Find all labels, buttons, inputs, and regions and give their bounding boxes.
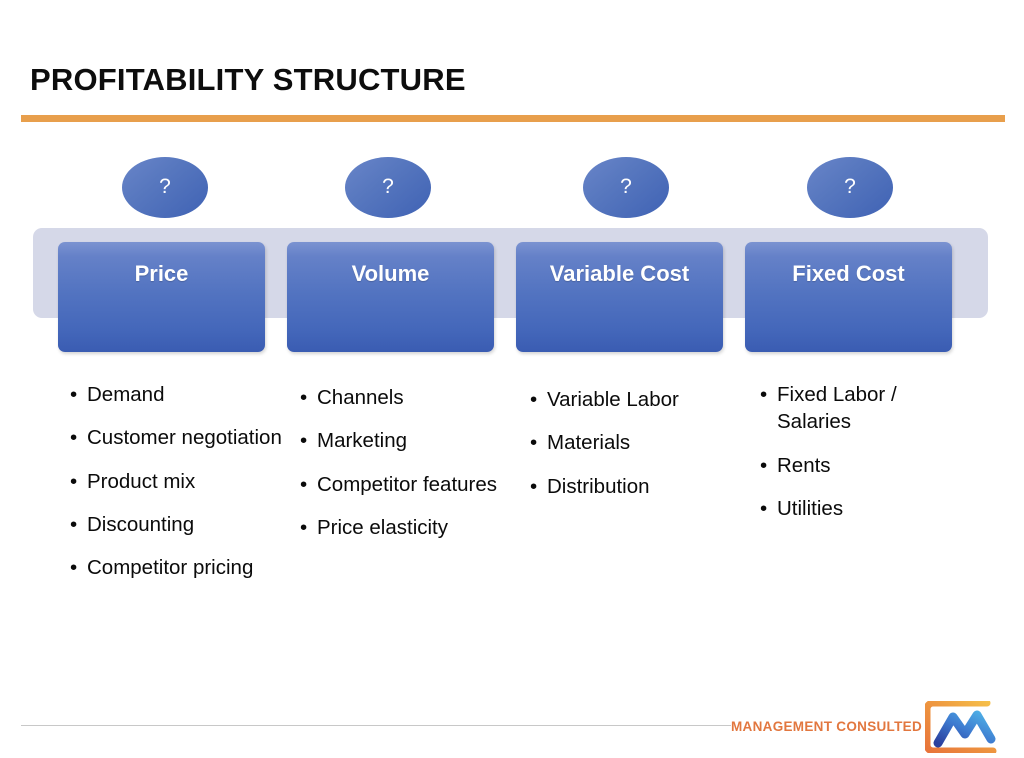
list-item: • Competitor pricing bbox=[70, 554, 285, 581]
question-ellipse-variable-cost[interactable]: ? bbox=[583, 157, 669, 218]
list-item: • Marketing bbox=[300, 427, 500, 454]
bullet-dot-icon: • bbox=[300, 472, 308, 496]
list-item-label: Product mix bbox=[87, 469, 196, 493]
list-item: • Price elasticity bbox=[300, 514, 500, 541]
bullet-dot-icon: • bbox=[300, 386, 308, 409]
pillar-box-fixed-cost[interactable]: Fixed Cost bbox=[745, 242, 952, 352]
bullet-list-volume: • Channels • Marketing • Competitor feat… bbox=[300, 384, 500, 557]
list-item: • Fixed Labor / Salaries bbox=[760, 381, 960, 436]
list-item: • Variable Labor bbox=[530, 386, 715, 413]
list-item-label: Rents bbox=[777, 453, 831, 477]
list-item: • Discounting bbox=[70, 511, 285, 538]
bullet-list-variable-cost: • Variable Labor • Materials • Distribut… bbox=[530, 386, 715, 516]
question-mark-label: ? bbox=[620, 175, 632, 198]
pillar-box-volume[interactable]: Volume bbox=[287, 242, 494, 352]
list-item-label: Distribution bbox=[547, 474, 650, 498]
management-consulted-logo bbox=[923, 699, 999, 755]
list-item: • Competitor features bbox=[300, 471, 500, 498]
question-ellipse-price[interactable]: ? bbox=[122, 157, 208, 218]
footer-divider bbox=[21, 725, 921, 726]
bullet-dot-icon: • bbox=[70, 469, 78, 493]
list-item: • Utilities bbox=[760, 495, 960, 522]
list-item-label: Materials bbox=[547, 431, 631, 455]
bullet-dot-icon: • bbox=[300, 429, 308, 453]
list-item-label: Demand bbox=[87, 383, 165, 406]
list-item-label: Fixed Labor / Salaries bbox=[777, 383, 897, 434]
list-item-label: Discounting bbox=[87, 512, 195, 536]
list-item-label: Marketing bbox=[317, 429, 408, 453]
bullet-dot-icon: • bbox=[70, 512, 78, 536]
question-ellipse-volume[interactable]: ? bbox=[345, 157, 431, 218]
bullet-dot-icon: • bbox=[70, 426, 78, 450]
question-mark-label: ? bbox=[844, 175, 856, 198]
bullet-list-fixed-cost: • Fixed Labor / Salaries • Rents • Utili… bbox=[760, 381, 960, 538]
bullet-list-price: • Demand • Customer negotiation • Produc… bbox=[70, 381, 285, 597]
question-mark-label: ? bbox=[382, 175, 394, 198]
list-item-label: Customer negotiation bbox=[87, 426, 282, 450]
bullet-dot-icon: • bbox=[530, 388, 538, 411]
list-item: • Distribution bbox=[530, 473, 715, 500]
pillar-label: Price bbox=[134, 261, 189, 286]
pillar-box-price[interactable]: Price bbox=[58, 242, 265, 352]
list-item: • Demand bbox=[70, 381, 285, 408]
bullet-dot-icon: • bbox=[760, 496, 768, 520]
list-item: • Customer negotiation bbox=[70, 424, 285, 451]
page-title: PROFITABILITY STRUCTURE bbox=[30, 62, 466, 97]
pillar-label: Variable Cost bbox=[549, 261, 690, 286]
pillar-label: Volume bbox=[351, 261, 430, 286]
list-item-label: Competitor pricing bbox=[87, 556, 254, 579]
list-item: • Materials bbox=[530, 429, 715, 456]
bullet-dot-icon: • bbox=[760, 383, 768, 406]
list-item-label: Channels bbox=[317, 386, 404, 409]
bullet-dot-icon: • bbox=[300, 515, 308, 539]
bullet-dot-icon: • bbox=[530, 431, 538, 455]
list-item-label: Competitor features bbox=[317, 472, 498, 496]
bullet-dot-icon: • bbox=[760, 453, 768, 477]
question-mark-label: ? bbox=[159, 175, 171, 198]
pillar-box-variable-cost[interactable]: Variable Cost bbox=[516, 242, 723, 352]
bullet-dot-icon: • bbox=[70, 556, 78, 579]
list-item-label: Variable Labor bbox=[547, 388, 679, 411]
footer-brand-text: MANAGEMENT CONSULTED bbox=[731, 719, 928, 734]
list-item: • Channels bbox=[300, 384, 500, 411]
list-item: • Product mix bbox=[70, 468, 285, 495]
list-item-label: Price elasticity bbox=[317, 515, 449, 539]
bullet-dot-icon: • bbox=[70, 383, 78, 406]
pillar-label: Fixed Cost bbox=[792, 261, 905, 286]
list-item: • Rents bbox=[760, 452, 960, 479]
title-divider bbox=[21, 115, 1005, 122]
question-ellipse-fixed-cost[interactable]: ? bbox=[807, 157, 893, 218]
list-item-label: Utilities bbox=[777, 496, 844, 520]
bullet-dot-icon: • bbox=[530, 474, 538, 498]
